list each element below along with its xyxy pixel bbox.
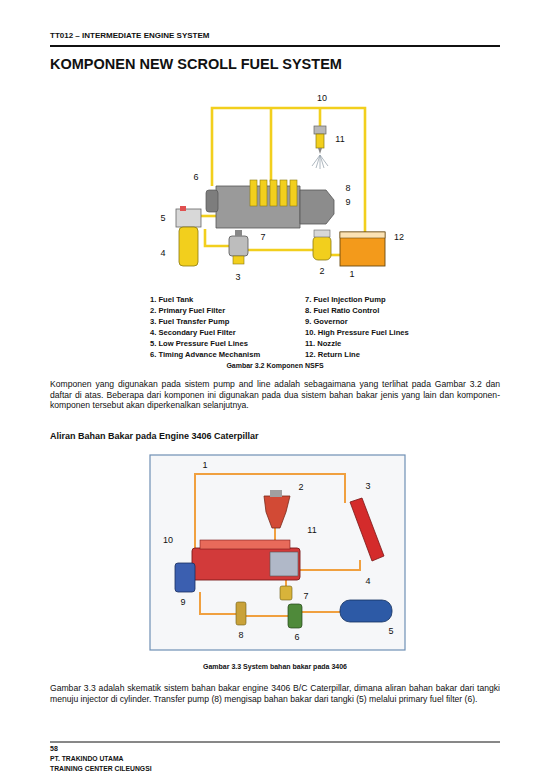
callout-number: 9 [180,597,185,608]
fuel-tank [340,232,385,266]
figure-caption: Gambar 3.3 System bahan bakar pada 3406 [50,663,500,672]
fuel-line [205,229,229,246]
callout-number: 5 [160,213,165,224]
callout-number: 12 [394,232,404,243]
callout-number: 8 [345,183,350,194]
legend-item: 12. Return Line [305,350,360,359]
primary-filter [313,236,331,260]
legend-item: 11. Nozzle [305,339,341,348]
nozzle-symbol [316,134,324,148]
injector-symbol [264,496,290,528]
running-header: TT012 – INTERMEDIATE ENGINE SYSTEM [50,31,209,41]
header-rule [50,45,500,47]
page-number: 58 [50,745,58,754]
callout-number: 2 [298,482,303,493]
fitting-symbol [236,602,246,625]
fuel-tank [340,600,392,622]
legend-item: 9. Governor [305,317,348,326]
callout-number: 10 [163,535,173,546]
callout-number: 10 [317,93,327,104]
filter-symbol [350,498,384,561]
fuel-line [285,580,287,586]
injector-symbol [270,490,282,497]
filter-symbol [288,604,302,628]
footer-text: TRAINING CENTER CILEUNGSI [50,765,152,773]
callout-number: 5 [388,626,393,637]
transfer-pump [235,230,242,236]
filter-vent [180,206,186,211]
fuel-tank [340,232,385,238]
filter-bowl [179,227,198,266]
transfer-pump [175,563,195,592]
page-title: KOMPONEN NEW SCROLL FUEL SYSTEM [50,55,342,73]
callout-number: 7 [260,232,265,243]
callout-number: 9 [345,197,350,208]
callout-number: 2 [319,266,324,277]
pump-element [250,180,257,206]
legend-item: 10. High Pressure Fuel Lines [305,328,409,337]
fuel-line [331,254,340,257]
governor-body [300,190,334,224]
fuel-line [302,611,340,613]
governor-body [270,552,298,576]
primary-filter [314,230,330,237]
transfer-pump [229,236,248,256]
filter-head [176,209,201,227]
callout-number: 1 [349,269,354,280]
callout-number: 1 [202,460,207,471]
pump-body [216,186,300,228]
callout-number: 4 [160,248,165,259]
injection-pump [192,548,300,580]
figure-frame [150,455,405,650]
legend-item: 2. Primary Fuel Filter [150,306,225,315]
timing-advance [206,190,218,212]
fuel-line [248,249,313,252]
pump-element [290,180,297,206]
callout-number: 11 [307,525,316,536]
callout-number: 6 [193,172,198,183]
fuel-line [246,615,288,617]
fuel-line [195,474,345,550]
nozzle-symbol [318,148,322,154]
callout-number: 3 [365,481,370,492]
legend-item: 8. Fuel Ratio Control [305,306,379,315]
pump-element [280,180,287,206]
legend-item: 7. Fuel Injection Pump [305,295,386,304]
spray-symbol [312,155,328,169]
legend-item: 1. Fuel Tank [150,295,193,304]
pump-element [260,180,267,206]
legend-item: 4. Secondary Fuel Filter [150,328,236,337]
figure-caption: Gambar 3.2 Komponen NSFS [50,362,500,371]
footer-text: PT. TRAKINDO UTAMA [50,755,124,763]
injection-pump [200,540,290,549]
transfer-pump [233,256,244,264]
legend-item: 5. Low Pressure Fuel Lines [150,339,248,348]
section-heading: Aliran Bahan Bakar pada Engine 3406 Cate… [50,431,259,442]
cat3406-illustration [150,455,405,650]
fuel-line [200,592,236,614]
callout-number: 3 [235,272,240,283]
fuel-line [200,215,216,218]
fuel-line [300,560,360,570]
callout-number: 4 [365,576,370,587]
fuel-line [319,108,322,128]
body-paragraph: Komponen yang digunakan pada sistem pump… [50,379,500,411]
legend-item: 3. Fuel Transfer Pump [150,317,229,326]
callout-number: 8 [238,630,243,641]
callout-number: 11 [335,134,344,145]
fuel-line [270,108,273,182]
pump-element [270,180,277,206]
body-paragraph: Gambar 3.3 adalah skematik sistem bahan … [50,683,500,704]
fitting-symbol [280,586,292,600]
callout-number: 6 [294,632,299,643]
legend-item: 6. Timing Advance Mechanism [150,350,260,359]
fuel-line [212,108,365,232]
nozzle-symbol [314,126,326,134]
footer-rule [50,742,500,743]
nsfs-illustration [176,108,385,266]
callout-number: 7 [303,591,308,602]
